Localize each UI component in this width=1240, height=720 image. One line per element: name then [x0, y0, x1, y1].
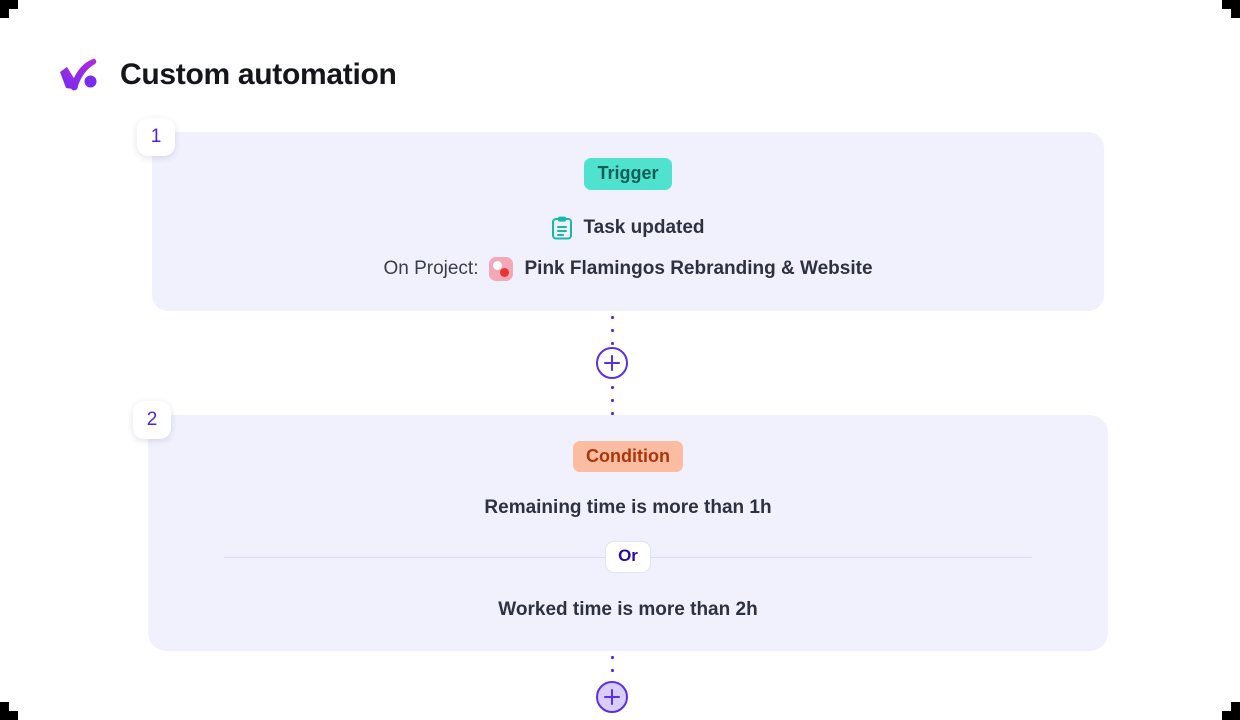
add-step-button-2[interactable]	[596, 680, 628, 713]
automation-flow: 1 Trigger Task updated	[0, 118, 1240, 720]
condition-card[interactable]: Condition Remaining time is more than 1h…	[148, 414, 1108, 651]
crop-marker-top-right	[1222, 0, 1240, 18]
flow-connector-1	[0, 310, 1232, 415]
page-title: Custom automation	[120, 58, 397, 91]
project-avatar-icon	[488, 256, 513, 281]
clipboard-icon	[551, 216, 573, 240]
condition-expression-2: Worked time is more than 2h	[498, 598, 758, 620]
step-number-badge-1: 1	[137, 118, 175, 156]
condition-operator-divider: Or	[224, 541, 1032, 573]
crop-marker-top-left	[0, 0, 18, 18]
connector-dotted-line	[610, 714, 614, 720]
crop-marker-bottom-right	[1222, 702, 1240, 720]
trigger-card[interactable]: Trigger Task updated On Proj	[152, 132, 1104, 311]
crop-marker-bottom-left	[0, 702, 18, 720]
plus-icon	[604, 688, 620, 705]
flow-connector-2	[0, 650, 1232, 720]
plus-icon	[604, 354, 620, 371]
connector-dotted-line	[610, 310, 614, 345]
condition-expression-1: Remaining time is more than 1h	[484, 497, 772, 519]
trigger-type-badge: Trigger	[584, 158, 672, 190]
connector-dotted-line	[610, 380, 614, 415]
automation-step-condition: 2 Condition Remaining time is more than …	[0, 400, 1240, 651]
trigger-event-row: Task updated	[551, 216, 705, 240]
step-number-badge-2: 2	[133, 400, 171, 439]
trigger-project-row: On Project: Pink Flamingos Rebranding & …	[383, 256, 873, 281]
check-swoosh-logo-icon	[56, 52, 102, 98]
automation-step-trigger: 1 Trigger Task updated	[0, 118, 1240, 311]
trigger-project-name: Pink Flamingos Rebranding & Website	[524, 257, 873, 279]
page-header: Custom automation	[56, 52, 397, 98]
condition-type-badge: Condition	[573, 440, 683, 473]
divider-line-right	[650, 556, 1032, 558]
divider-line-left	[224, 556, 606, 558]
condition-operator-chip[interactable]: Or	[605, 541, 651, 573]
add-step-button-1[interactable]	[596, 346, 628, 379]
trigger-event-label: Task updated	[583, 216, 705, 238]
trigger-project-prefix: On Project:	[383, 257, 479, 279]
connector-dotted-line	[610, 650, 614, 679]
